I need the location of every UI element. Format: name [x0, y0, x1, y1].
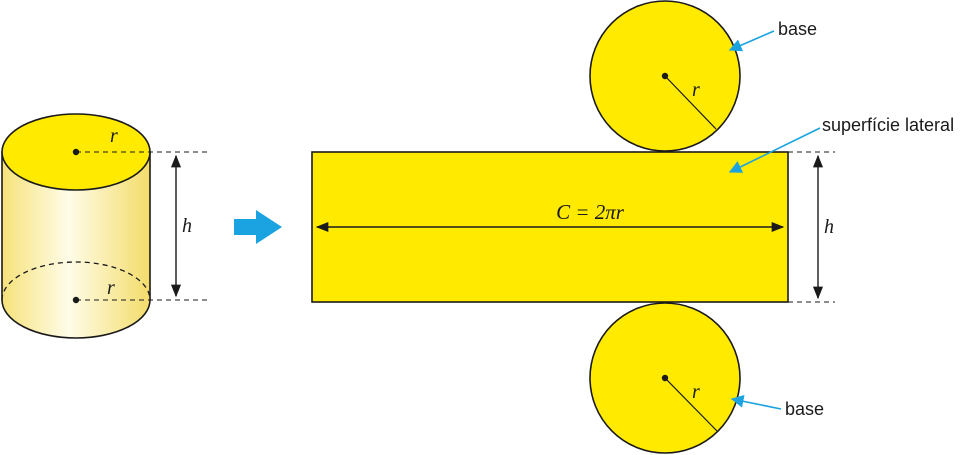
cylinder-hidden-base-edge — [1, 261, 151, 301]
bottom-base-radius-label: r — [692, 381, 700, 403]
cylinder-body — [1, 151, 151, 339]
top-base-pointer — [728, 30, 775, 52]
net-lateral-surface: C = 2πr h — [311, 151, 835, 303]
cylinder: r r h — [1, 113, 210, 339]
net-top-base: r — [589, 0, 741, 152]
lateral-height-label: h — [824, 216, 834, 238]
cylinder-height-label: h — [182, 215, 192, 237]
lateral-pointer — [728, 127, 821, 173]
cylinder-bottom-radius-label: r — [107, 277, 115, 299]
top-base-radius-label: r — [692, 79, 700, 101]
net-bottom-base: r — [589, 302, 741, 454]
top-base-radius — [664, 75, 717, 130]
bottom-base-label: base — [785, 399, 824, 419]
callouts: base superfície lateral base — [728, 19, 954, 419]
top-base-label: base — [778, 19, 817, 39]
lateral-label: superfície lateral — [822, 115, 954, 135]
cylinder-top-radius-label: r — [110, 125, 118, 147]
bottom-base-pointer — [730, 395, 782, 410]
circumference-formula: C = 2πr — [556, 200, 625, 224]
bottom-base-radius — [664, 377, 718, 432]
right-arrow-icon — [234, 210, 282, 244]
